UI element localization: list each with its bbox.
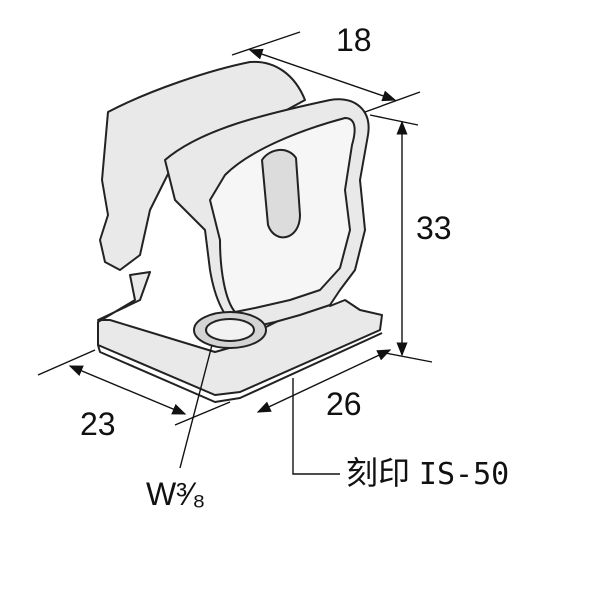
dim-line-23 bbox=[68, 365, 187, 415]
thread-leader bbox=[179, 344, 213, 469]
dim-label-33: 33 bbox=[416, 210, 452, 246]
marking-leader bbox=[292, 378, 340, 475]
thread-label: W³⁄₈ bbox=[146, 476, 206, 512]
dim-label-23: 23 bbox=[80, 406, 116, 442]
dim-label-26: 26 bbox=[326, 386, 362, 422]
slot bbox=[261, 149, 301, 239]
marking-prefix: 刻印 bbox=[346, 455, 411, 491]
dim-label-18: 18 bbox=[336, 22, 372, 58]
marking-label: 刻印 IS-50 bbox=[346, 457, 509, 490]
marking-code: IS-50 bbox=[418, 457, 510, 492]
dim-line-26 bbox=[256, 349, 392, 413]
dim-line-18 bbox=[248, 48, 397, 102]
